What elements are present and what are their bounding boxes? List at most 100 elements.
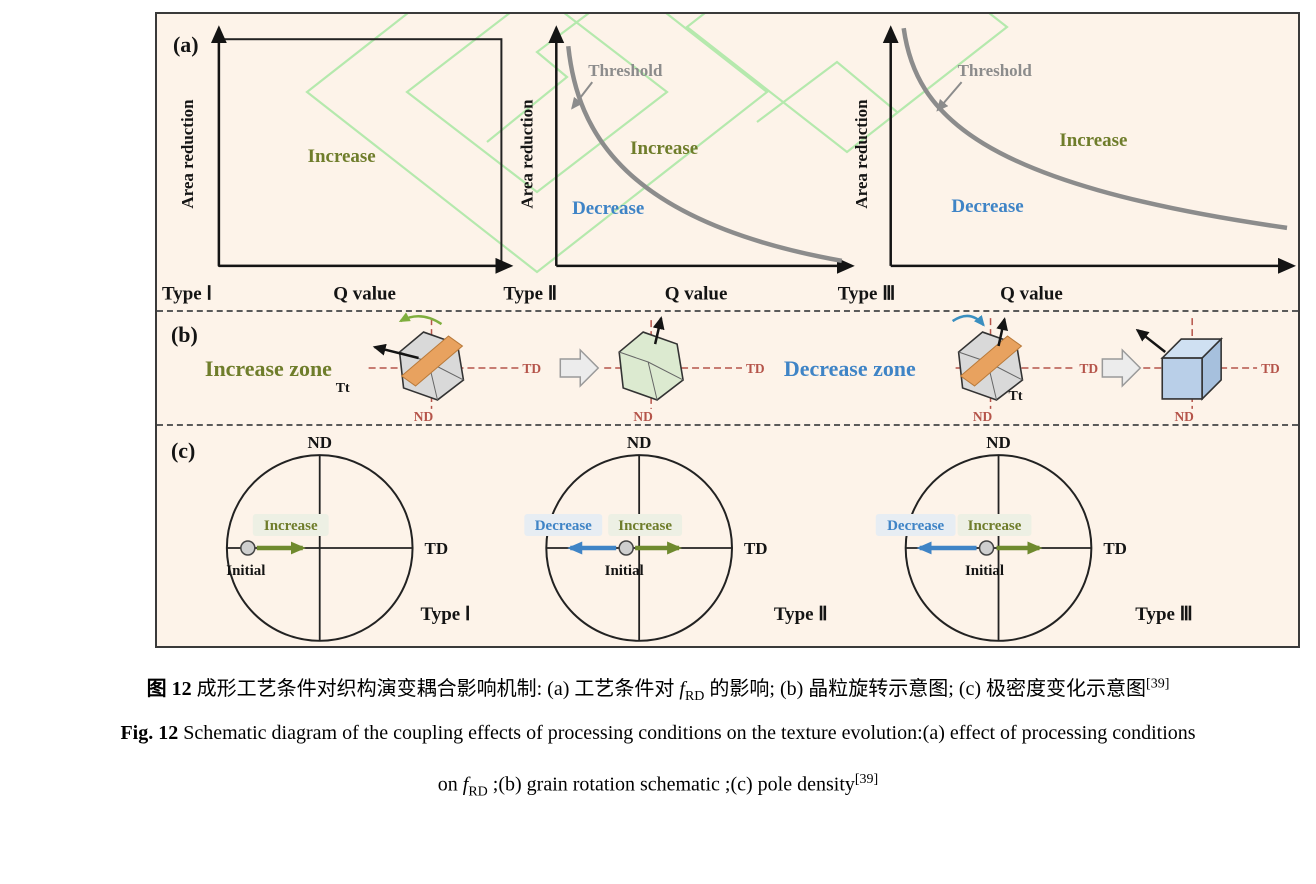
decrease-highlight [524, 514, 603, 536]
grain-body [618, 331, 684, 401]
increase-zone-label: Increase zone [205, 356, 332, 381]
panel-a: (a) Area reduction Increase Type Ⅰ Q val… [157, 14, 1298, 312]
grain-increase-initial: Tt TD ND [336, 312, 541, 424]
caption-cn-f-subscript: RD [684, 689, 705, 704]
grain-increase-rotated: TD ND [604, 316, 765, 424]
pole-figure-type-1: ND TD Increase Initial Type Ⅰ [225, 433, 471, 642]
caption-en-text-2a: on [437, 773, 463, 796]
watermark-diamond-right [685, 14, 1009, 154]
tt-label: Tt [336, 381, 350, 396]
decrease-highlight [875, 514, 956, 536]
pole-figure-type-2: ND TD Decrease Increase Initial Type Ⅱ [524, 433, 828, 642]
y-axis-label: Area reduction [178, 99, 197, 209]
caption-english-line1: Fig. 12 Schematic diagram of the couplin… [0, 722, 1316, 745]
transition-arrow-icon [559, 348, 600, 388]
td-label: TD [1261, 361, 1280, 376]
td-label: TD [746, 361, 765, 376]
rotation-arrow-blue [951, 314, 985, 327]
x-axis-label: Q value [665, 284, 728, 305]
plot-type-1: Area reduction Increase Type Ⅰ Q value [162, 25, 514, 305]
type-2-label: Type Ⅱ [774, 604, 828, 625]
decrease-label: Decrease [887, 518, 944, 534]
td-label: TD [1103, 539, 1127, 558]
caption-cn-text-2: 的影响; (b) 晶粒旋转示意图; (c) 极密度变化示意图 [704, 678, 1147, 700]
x-axis-label: Q value [1000, 284, 1063, 305]
figure-frame: (a) Area reduction Increase Type Ⅰ Q val… [155, 12, 1300, 648]
type-3-label: Type Ⅲ [1135, 604, 1192, 625]
nd-label: ND [986, 433, 1011, 452]
twin-plane-orange [959, 335, 1023, 387]
panel-a-canvas: (a) Area reduction Increase Type Ⅰ Q val… [162, 25, 1297, 305]
caption-chinese: 图 12 成形工艺条件对织构演变耦合影响机制: (a) 工艺条件对 fRD 的影… [0, 672, 1316, 705]
increase-highlight [252, 514, 329, 536]
panel-a-label: (a) [173, 32, 199, 57]
initial-pole-dot [618, 540, 634, 556]
nd-label: ND [414, 409, 434, 424]
caption-cn-text-1: 成形工艺条件对织构演变耦合影响机制: (a) 工艺条件对 [191, 678, 680, 700]
transition-arrow-icon [1101, 348, 1142, 388]
decrease-region-label: Decrease [572, 198, 644, 219]
plot-type-3: Threshold Increase Decrease Area reducti… [838, 25, 1297, 305]
increase-region-label: Increase [630, 138, 698, 159]
increase-region-label: Increase [308, 146, 376, 167]
caption-cn-f-symbol: f [679, 678, 685, 700]
watermark-diamond-large [305, 14, 769, 274]
pole-figure-type-3: ND TD Decrease Increase Initial Type Ⅲ [875, 433, 1193, 642]
panel-b: (b) Increase zone Decrease zone Tt TD ND [157, 312, 1298, 426]
orientation-arrow [652, 316, 665, 345]
orientation-arrow [372, 343, 419, 360]
type-1-label: Type Ⅰ [421, 604, 471, 625]
grain-front-face [1161, 357, 1203, 400]
initial-label: Initial [965, 563, 1004, 579]
orientation-arrow [1135, 328, 1167, 354]
watermark-logo [305, 14, 1009, 274]
caption-en-reference: [39] [854, 772, 879, 787]
x-axis-label: Q value [333, 284, 396, 305]
td-label: TD [522, 361, 541, 376]
y-axis-label: Area reduction [852, 99, 871, 209]
increase-label: Increase [618, 518, 672, 534]
type-1-label: Type Ⅰ [162, 284, 212, 305]
type-3-label: Type Ⅲ [838, 284, 895, 305]
initial-pole-dot [978, 540, 995, 556]
grain-edges [619, 351, 684, 401]
threshold-label: Threshold [958, 61, 1033, 80]
initial-label: Initial [226, 563, 265, 579]
nd-label: ND [627, 433, 652, 452]
twin-plane-orange [400, 335, 464, 387]
initial-label: Initial [605, 563, 644, 579]
increase-highlight [608, 514, 683, 536]
watermark-diamond-inner [405, 14, 669, 194]
nd-label: ND [1174, 409, 1194, 424]
caption-cn-fig-number: 图 12 [146, 678, 192, 700]
td-label: TD [425, 539, 449, 558]
td-label: TD [1079, 361, 1098, 376]
panel-b-label: (b) [171, 322, 198, 347]
increase-label: Increase [264, 518, 318, 534]
caption-en-fig-number: Fig. 12 [120, 722, 179, 744]
decrease-zone-label: Decrease zone [784, 356, 916, 381]
rotation-arrow-green [398, 312, 443, 326]
threshold-curve [901, 27, 1288, 231]
caption-en-text-2b: ;(b) grain rotation schematic ;(c) pole … [487, 773, 855, 796]
caption-cn-reference: [39] [1146, 676, 1170, 692]
td-label: TD [744, 539, 768, 558]
panel-c-canvas: (c) ND TD Increase Initial Type Ⅰ [171, 433, 1193, 642]
y-axis-label: Area reduction [517, 99, 536, 209]
plot-type-2: Threshold Increase Decrease Area reducti… [503, 25, 855, 305]
threshold-pointer-arrow [571, 81, 594, 110]
grain-side-face [1201, 337, 1222, 401]
panel-c: (c) ND TD Increase Initial Type Ⅰ [157, 426, 1298, 644]
panel-b-canvas: (b) Increase zone Decrease zone Tt TD ND [171, 312, 1280, 424]
threshold-pointer-arrow [936, 81, 963, 112]
panel-c-label: (c) [171, 438, 195, 463]
grain-decrease-initial: Tt TD ND [951, 314, 1098, 424]
increase-label: Increase [968, 518, 1022, 534]
increase-highlight [957, 514, 1032, 536]
caption-english-line2: on fRD ;(b) grain rotation schematic ;(c… [0, 772, 1316, 801]
threshold-curve [566, 45, 843, 264]
watermark-zigzag-left [486, 14, 590, 143]
caption-en-f-symbol: f [462, 773, 469, 796]
type-2-label: Type Ⅱ [503, 284, 557, 305]
initial-pole-dot [240, 540, 256, 556]
